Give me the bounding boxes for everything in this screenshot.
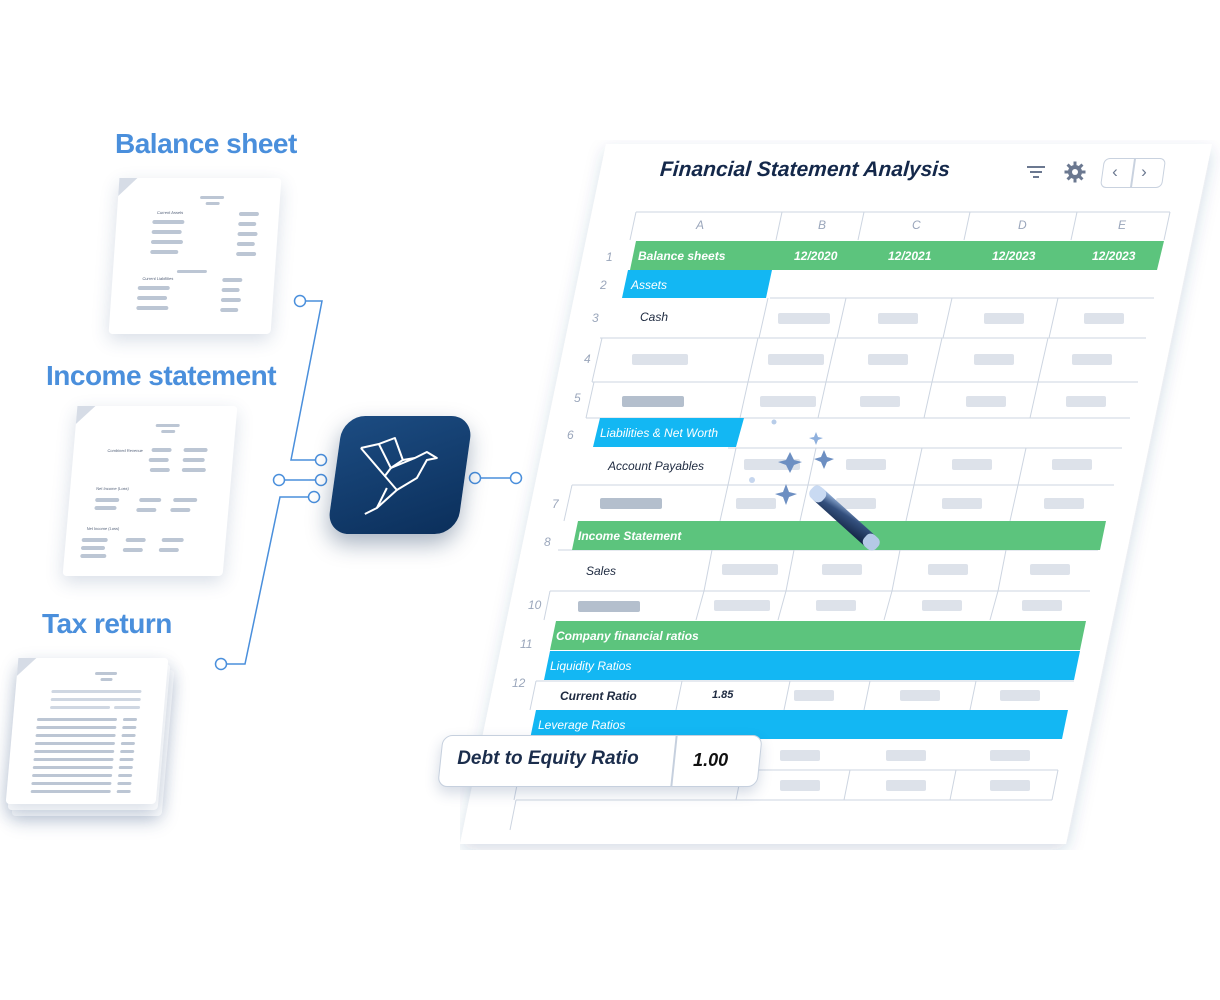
date-header-c: 12/2021: [888, 249, 932, 263]
liquidity-ratios-header: Liquidity Ratios: [550, 659, 632, 673]
account-payables-cell[interactable]: Account Payables: [608, 459, 705, 473]
debt-to-equity-card[interactable]: Debt to Equity Ratio 1.00: [437, 735, 763, 787]
column-header-a[interactable]: A: [696, 218, 705, 232]
gear-icon[interactable]: [1064, 161, 1086, 188]
income-statement-header: Income Statement: [578, 529, 682, 543]
liabilities-header: Liabilities & Net Worth: [600, 426, 719, 440]
column-header-e[interactable]: E: [1118, 218, 1127, 232]
row-number: 11: [520, 637, 533, 651]
cash-cell[interactable]: Cash: [640, 310, 669, 324]
column-header-d[interactable]: D: [1018, 218, 1027, 232]
sparkle-icon: [749, 419, 834, 505]
date-header-b: 12/2020: [794, 249, 838, 263]
date-header-d: 12/2023: [992, 249, 1036, 263]
financial-spreadsheet: Financial Statement Analysis ‹ ›: [460, 140, 1220, 850]
row-number: 5: [574, 391, 581, 405]
row-number: 10: [528, 598, 542, 612]
app-logo-tile: [326, 416, 474, 534]
row-number: 1: [606, 250, 613, 264]
balance-sheet-label: Balance sheet: [115, 128, 297, 159]
column-header-c[interactable]: C: [912, 218, 921, 232]
row-number: 7: [552, 497, 559, 511]
row-number: 4: [584, 352, 591, 366]
origami-bird-logo-icon: [360, 437, 438, 515]
income-statement-label: Income statement: [46, 360, 277, 391]
tax-return-label: Tax return: [42, 608, 172, 639]
row-number: 6: [567, 428, 574, 442]
assets-header: Assets: [631, 278, 668, 292]
date-header-e: 12/2023: [1092, 249, 1136, 263]
sales-cell[interactable]: Sales: [586, 564, 617, 578]
current-ratio-value[interactable]: 1.85: [712, 689, 734, 701]
row-number: 8: [544, 535, 551, 549]
company-ratios-header: Company financial ratios: [556, 629, 699, 643]
debt-to-equity-value: 1.00: [693, 750, 729, 770]
row-number: 12: [512, 676, 526, 690]
row-number: 3: [592, 311, 599, 325]
sheet-grid: [509, 211, 1171, 831]
current-ratio-cell[interactable]: Current Ratio: [560, 689, 637, 703]
debt-to-equity-label: Debt to Equity Ratio: [457, 748, 639, 769]
balance-sheets-header: Balance sheets: [638, 249, 726, 263]
column-header-b[interactable]: B: [818, 218, 827, 232]
magic-wand-icon: [749, 419, 880, 551]
row-number: 2: [600, 278, 607, 292]
filter-icon[interactable]: [1026, 164, 1046, 185]
leverage-ratios-header: Leverage Ratios: [538, 718, 626, 732]
